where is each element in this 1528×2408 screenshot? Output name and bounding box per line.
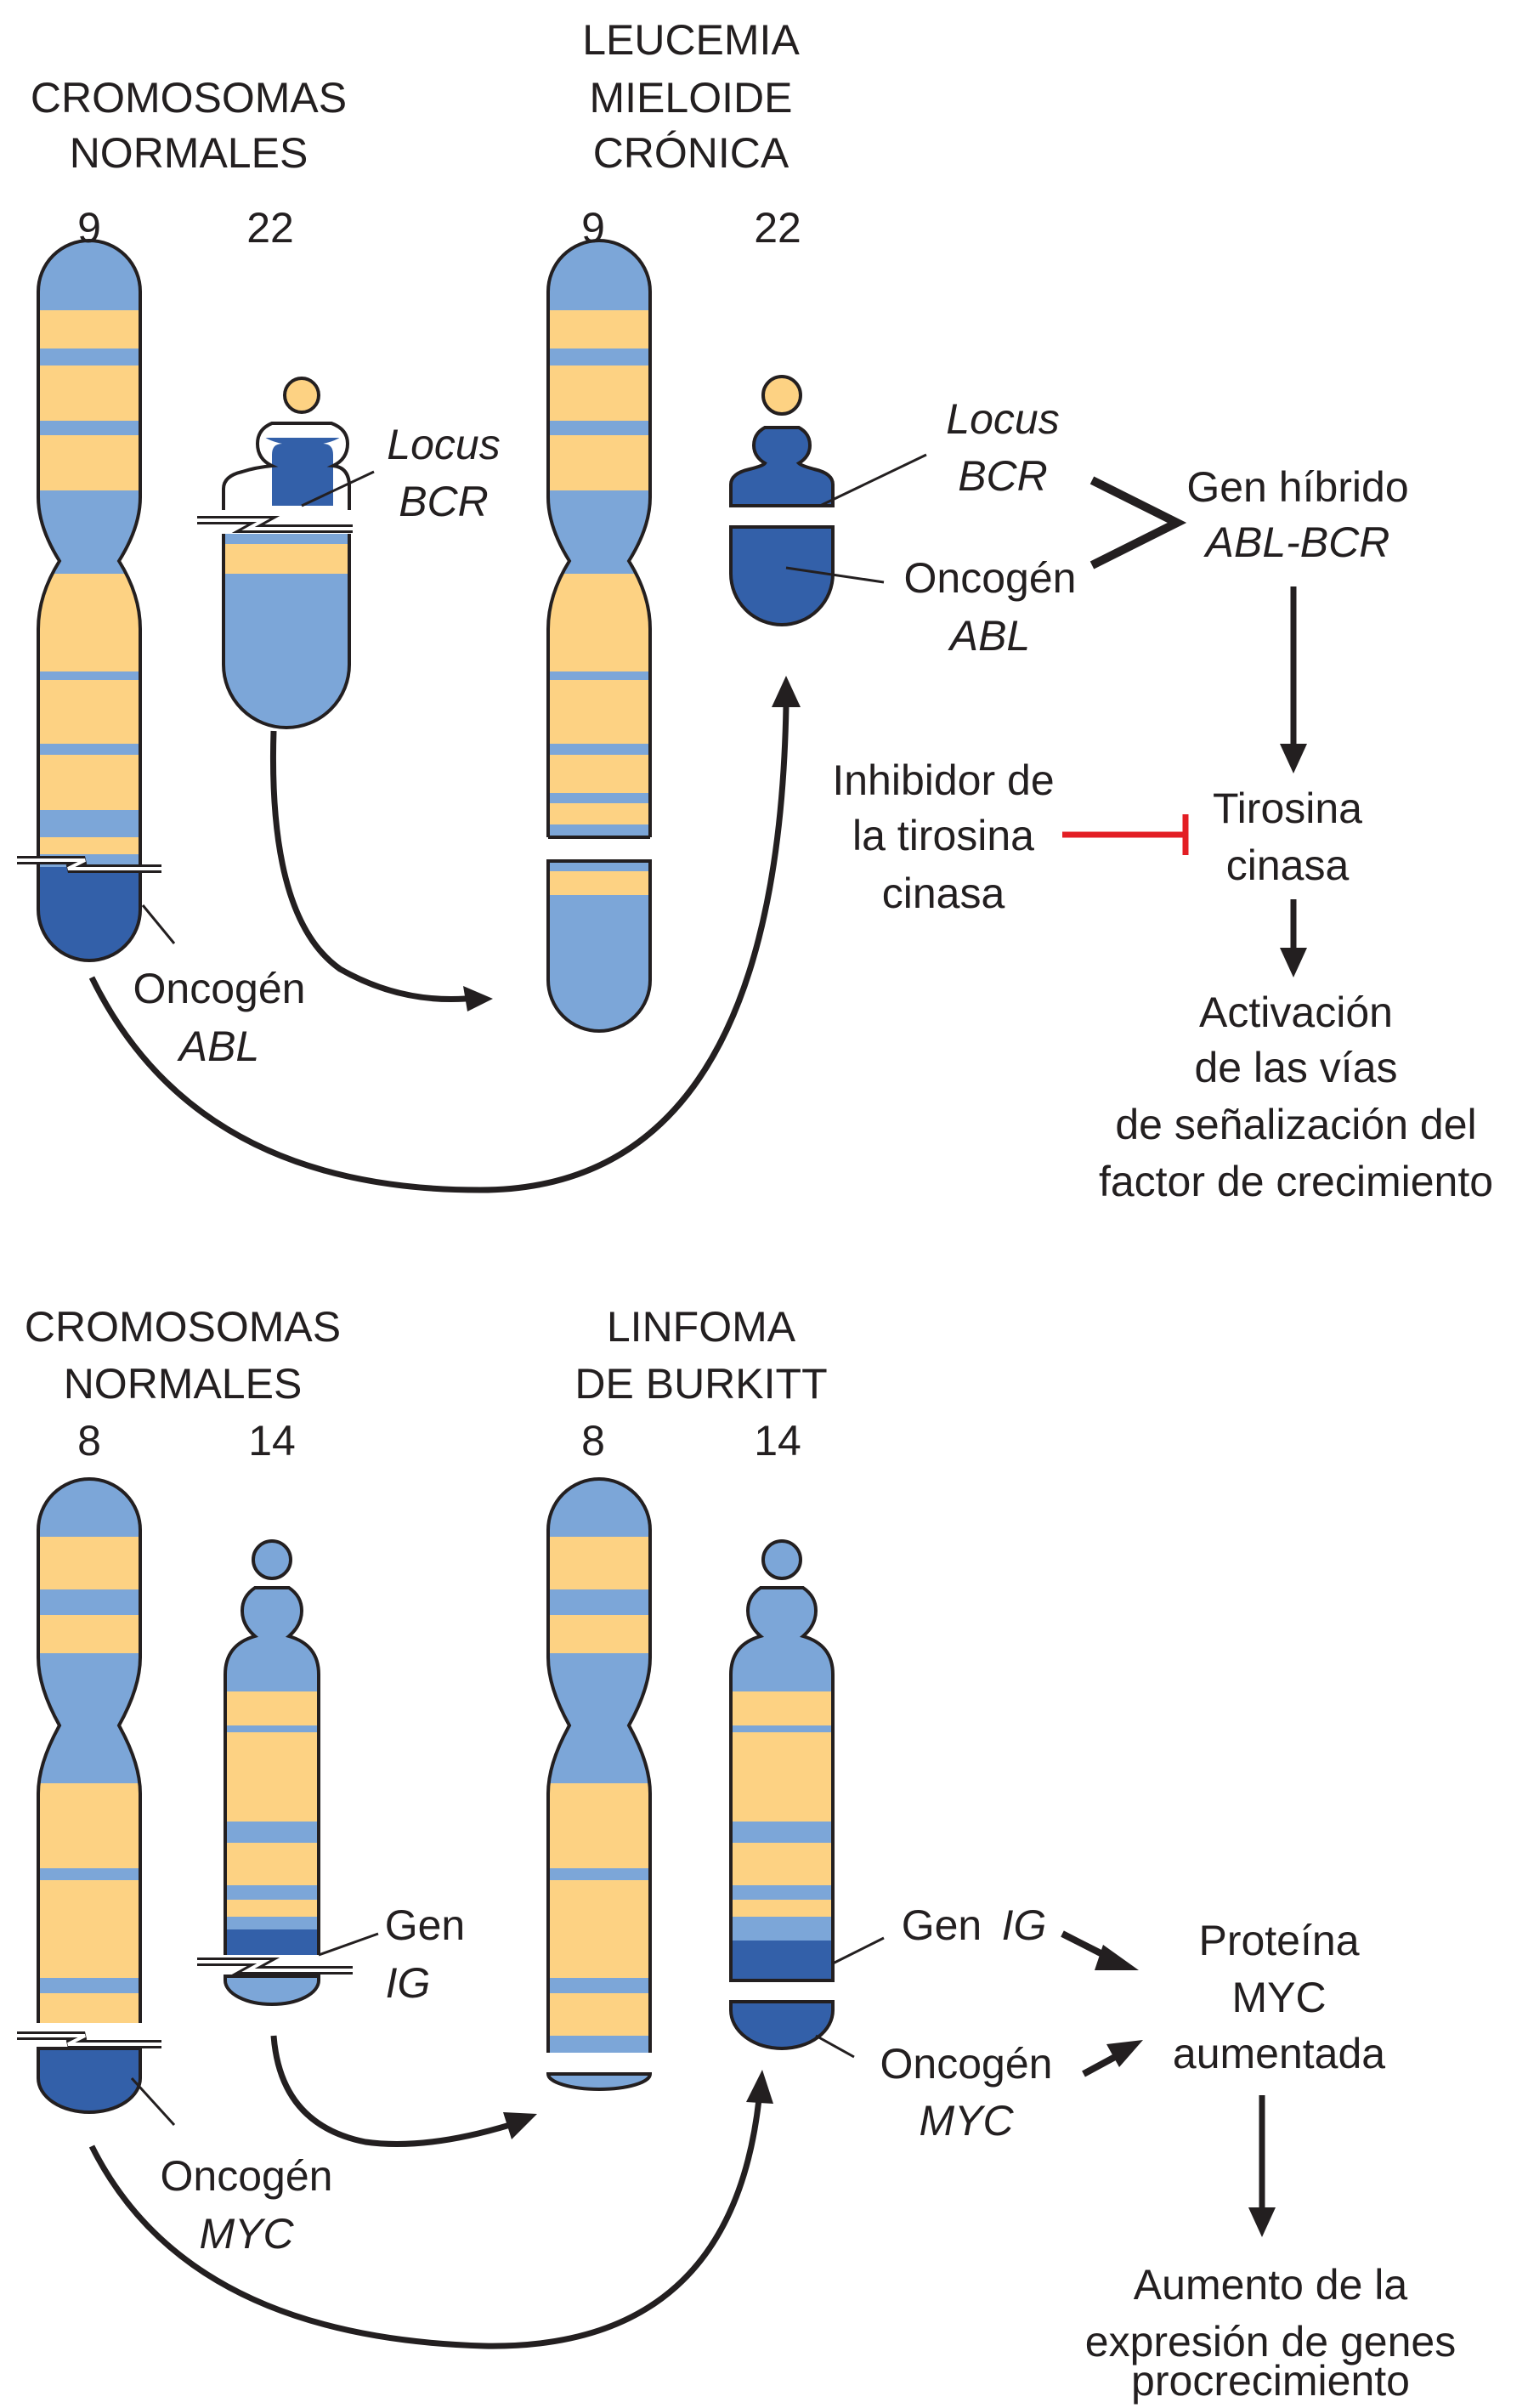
arrowhead-icon xyxy=(1280,744,1307,773)
arrowhead-icon xyxy=(1248,2207,1276,2237)
chr-9-derivative-label: 9 xyxy=(581,204,605,252)
tyrosine-kinase-2: cinasa xyxy=(1226,841,1350,889)
arrowhead-icon xyxy=(463,986,493,1011)
locus-bcr-label-left: Locus xyxy=(387,421,500,468)
oncogene-myc-label-right-2: MYC xyxy=(919,2097,1014,2145)
cml-title-line2: MIELOIDE xyxy=(590,74,793,122)
arrowhead-icon xyxy=(1095,1945,1139,1970)
normal-title-line1-bottom: CROMOSOMAS xyxy=(25,1303,341,1351)
oncogene-abl-label-left-2: ABL xyxy=(177,1023,260,1070)
bottom-translocation-arrows xyxy=(88,1930,1276,2349)
chr-8-label: 8 xyxy=(77,1417,101,1465)
chromosome-22-philadelphia xyxy=(729,375,835,626)
arrowhead-icon xyxy=(1280,948,1307,977)
chromosome-22-normal xyxy=(197,377,353,729)
protein-1: Proteína xyxy=(1198,1917,1359,1964)
arrowhead-icon xyxy=(1106,2040,1143,2067)
arrowhead-icon xyxy=(503,2112,537,2139)
chr-14-derivative-label: 14 xyxy=(754,1417,801,1465)
arrowhead-icon xyxy=(772,676,801,707)
chromosome-9-normal xyxy=(17,239,161,962)
oncogene-myc-label-right: Oncogén xyxy=(880,2040,1053,2088)
activation-3: de señalización del xyxy=(1115,1101,1476,1148)
top-labels: CROMOSOMAS NORMALES LEUCEMIA MIELOIDE CR… xyxy=(31,16,1493,1205)
activation-1: Activación xyxy=(1199,989,1393,1036)
cml-title-line3: CRÓNICA xyxy=(593,129,789,177)
oncogene-myc-label-left: Oncogén xyxy=(161,2152,333,2200)
chromosome-8-derivative xyxy=(546,1477,653,2091)
ig-gene-label-left: Gen xyxy=(385,1901,466,1949)
bottom-labels: CROMOSOMAS NORMALES LINFOMA DE BURKITT 8… xyxy=(25,1303,1456,2405)
oncogene-abl-label-left: Oncogén xyxy=(133,965,306,1012)
cml-title-line1: LEUCEMIA xyxy=(582,16,800,64)
chr-14-label: 14 xyxy=(248,1417,296,1465)
expression-3: procrecimiento xyxy=(1131,2357,1410,2405)
normal-title-line2: NORMALES xyxy=(70,129,308,177)
chr-8-derivative-label: 8 xyxy=(581,1417,605,1465)
normal-title-line1: CROMOSOMAS xyxy=(31,74,347,122)
chr-22-derivative-label: 22 xyxy=(754,204,801,252)
oncogene-myc-label-left-2: MYC xyxy=(199,2210,294,2258)
inhibitor-label-2: la tirosina xyxy=(852,812,1034,859)
locus-bcr-label-right: Locus xyxy=(946,395,1059,443)
ig-gene-label-left-2: IG xyxy=(386,1959,431,2007)
chromosome-9-derivative xyxy=(546,239,652,1033)
normal-title-line2-bottom: NORMALES xyxy=(64,1360,303,1408)
expression-2: expresión de genes xyxy=(1085,2318,1456,2366)
chr-9-label: 9 xyxy=(77,204,101,252)
inhibitor-label-1: Inhibidor de xyxy=(832,756,1054,804)
arrowhead-icon xyxy=(746,2070,773,2104)
hybrid-gene-name: ABL-BCR xyxy=(1203,518,1390,566)
protein-2: MYC xyxy=(1231,1974,1326,2021)
chromosome-14-derivative xyxy=(729,1539,835,2050)
chromosome-8-normal xyxy=(17,1477,161,2114)
inhibitor-label-3: cinasa xyxy=(882,870,1005,917)
hybrid-gene-label: Gen híbrido xyxy=(1186,463,1408,511)
tyrosine-kinase-1: Tirosina xyxy=(1213,785,1362,832)
activation-2: de las vías xyxy=(1194,1044,1397,1091)
burkitt-title-line1: LINFOMA xyxy=(607,1303,796,1351)
burkitt-title-line2: DE BURKITT xyxy=(574,1360,827,1408)
oncogene-abl-label-right: Oncogén xyxy=(904,554,1077,602)
ig-gene-label-right-2: IG xyxy=(1002,1901,1047,1949)
ig-gene-label-right: Gen xyxy=(902,1901,982,1949)
chr-22-label: 22 xyxy=(246,204,294,252)
chromosome-14-normal xyxy=(197,1539,353,2006)
locus-bcr-label-right-2: BCR xyxy=(958,452,1048,500)
expression-1: Aumento de la xyxy=(1134,2261,1408,2309)
top-translocation-arrows xyxy=(88,453,1307,1193)
oncogene-abl-label-right-2: ABL xyxy=(948,612,1031,660)
protein-3: aumentada xyxy=(1173,2030,1385,2077)
locus-bcr-label-left-2: BCR xyxy=(399,478,489,525)
activation-4: factor de crecimiento xyxy=(1099,1158,1493,1205)
